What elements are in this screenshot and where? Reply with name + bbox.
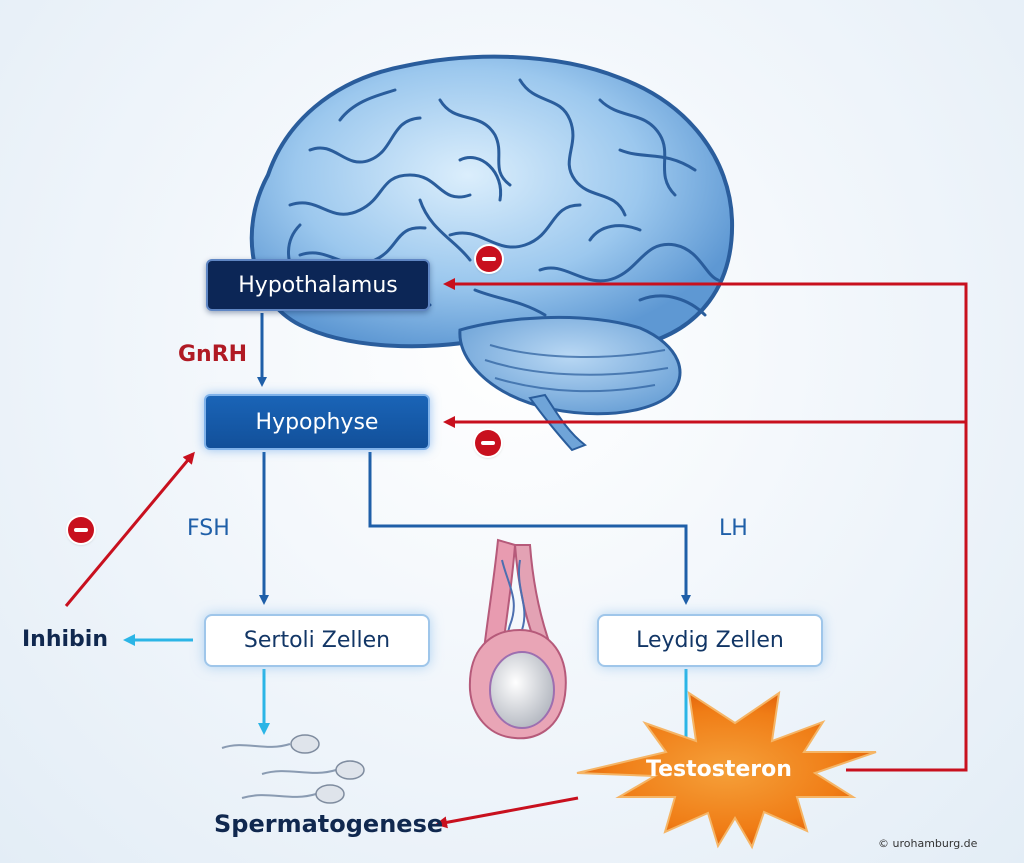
testosteron-to-spermatogenese-arrow	[435, 796, 579, 829]
lh-label: LH	[719, 516, 748, 541]
hypophyse-box: Hypophyse	[204, 394, 430, 450]
sperm-icon	[241, 784, 345, 804]
spermatogenese-label: Spermatogenese	[214, 810, 444, 838]
inhibin-label: Inhibin	[22, 627, 109, 652]
minus-icon	[475, 430, 501, 456]
testis-illustration	[468, 538, 567, 740]
sertoli-zellen-box: Sertoli Zellen	[204, 614, 430, 667]
lh-arrow	[368, 452, 691, 605]
gnrh-label: GnRH	[178, 342, 248, 367]
testosteron-starburst	[576, 690, 877, 850]
minus-icon	[68, 517, 94, 543]
copyright-label: © urohamburg.de	[878, 837, 978, 850]
hypothalamus-box: Hypothalamus	[206, 259, 430, 311]
testosteron-feedback-line	[443, 278, 968, 772]
inhibin-feedback-arrow	[64, 451, 195, 607]
fsh-label: FSH	[187, 516, 230, 541]
minus-icon	[476, 246, 502, 272]
testosteron-label: Testosteron	[646, 757, 792, 782]
sperm-icon	[221, 734, 320, 754]
sperm-icon	[261, 760, 365, 780]
leydig-zellen-box: Leydig Zellen	[597, 614, 823, 667]
